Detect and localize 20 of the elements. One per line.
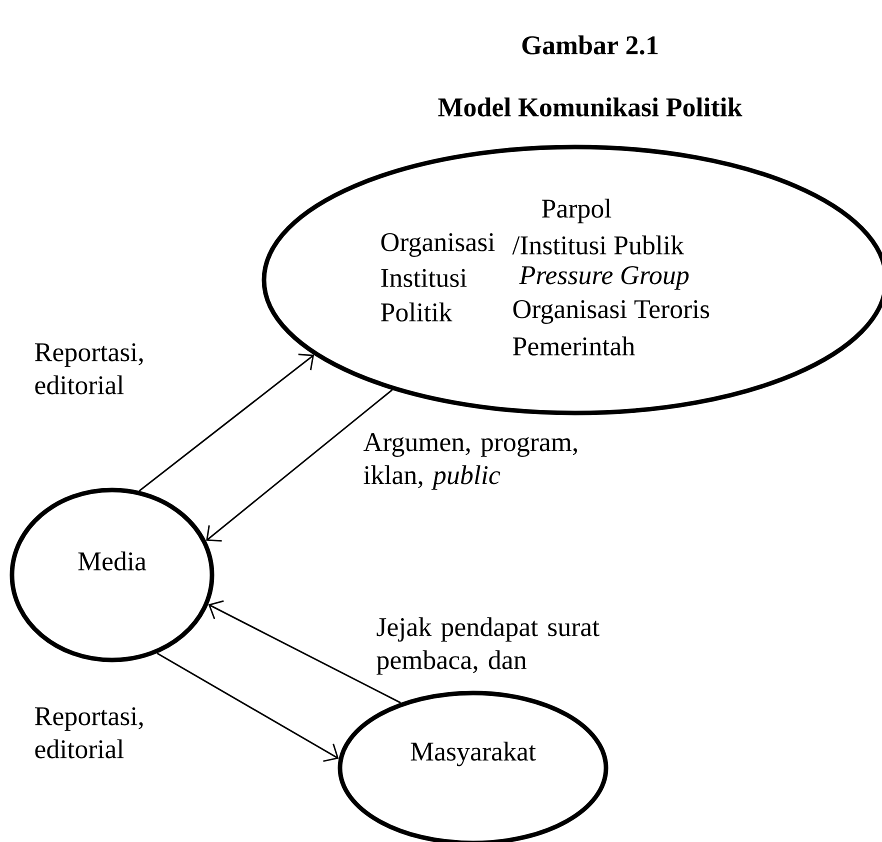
- edge-label: Jejak pendapat surat pembaca, dan: [376, 617, 600, 675]
- node-text: Media: [78, 552, 146, 570]
- node-text: Masyarakat: [410, 742, 536, 766]
- node-text: Pressure Group: [519, 266, 689, 290]
- edge-label: Argumen, program, iklan, public: [363, 433, 577, 490]
- arrow: [138, 354, 314, 492]
- node-text: Politik: [381, 302, 452, 322]
- arrow: [208, 600, 401, 704]
- figure-number: Gambar 2.1: [522, 35, 658, 55]
- node-text: /Institusi Publik: [512, 235, 684, 254]
- node-text: Organisasi Teroris: [513, 300, 710, 324]
- edge-label: Reportasi, editorial: [34, 343, 143, 394]
- diagram-title: Model Komunikasi Politik: [438, 97, 742, 117]
- edge-label: Reportasi, editorial: [34, 707, 143, 758]
- node-text: Parpol: [542, 198, 612, 224]
- node-text: Pemerintah: [513, 336, 635, 356]
- node-text: Institusi: [381, 268, 467, 288]
- node-text: Organisasi: [381, 233, 495, 257]
- arrow: [156, 652, 339, 762]
- arrow: [206, 389, 393, 542]
